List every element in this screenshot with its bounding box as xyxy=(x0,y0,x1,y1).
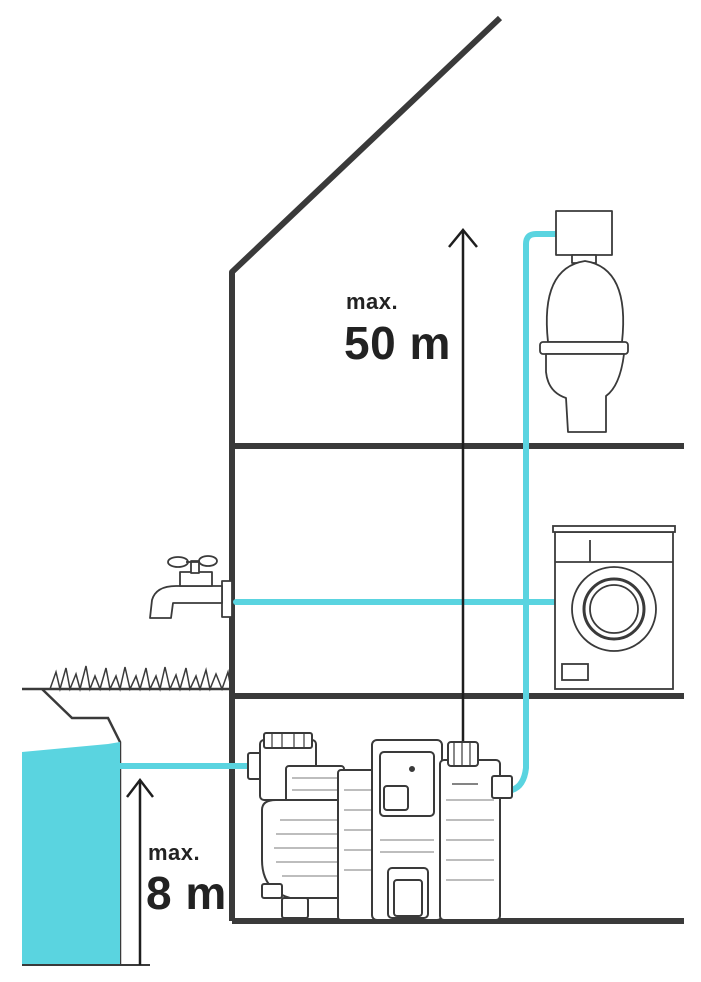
toilet-icon xyxy=(539,210,629,433)
suction-value-label: 8 m xyxy=(146,867,227,919)
delivery-head-arrow xyxy=(448,228,478,742)
head-value-label: 50 m xyxy=(344,317,451,369)
grass-icon xyxy=(49,665,232,692)
water-well-icon xyxy=(22,742,150,966)
suction-max-label: max. xyxy=(148,840,201,865)
pump-icon xyxy=(247,732,513,921)
faucet-icon xyxy=(149,555,233,619)
suction-height-arrow xyxy=(126,777,154,965)
washing-machine-icon xyxy=(552,525,676,690)
house-outline xyxy=(229,15,684,924)
water-pipes xyxy=(115,231,559,793)
head-max-label: max. xyxy=(346,289,399,314)
